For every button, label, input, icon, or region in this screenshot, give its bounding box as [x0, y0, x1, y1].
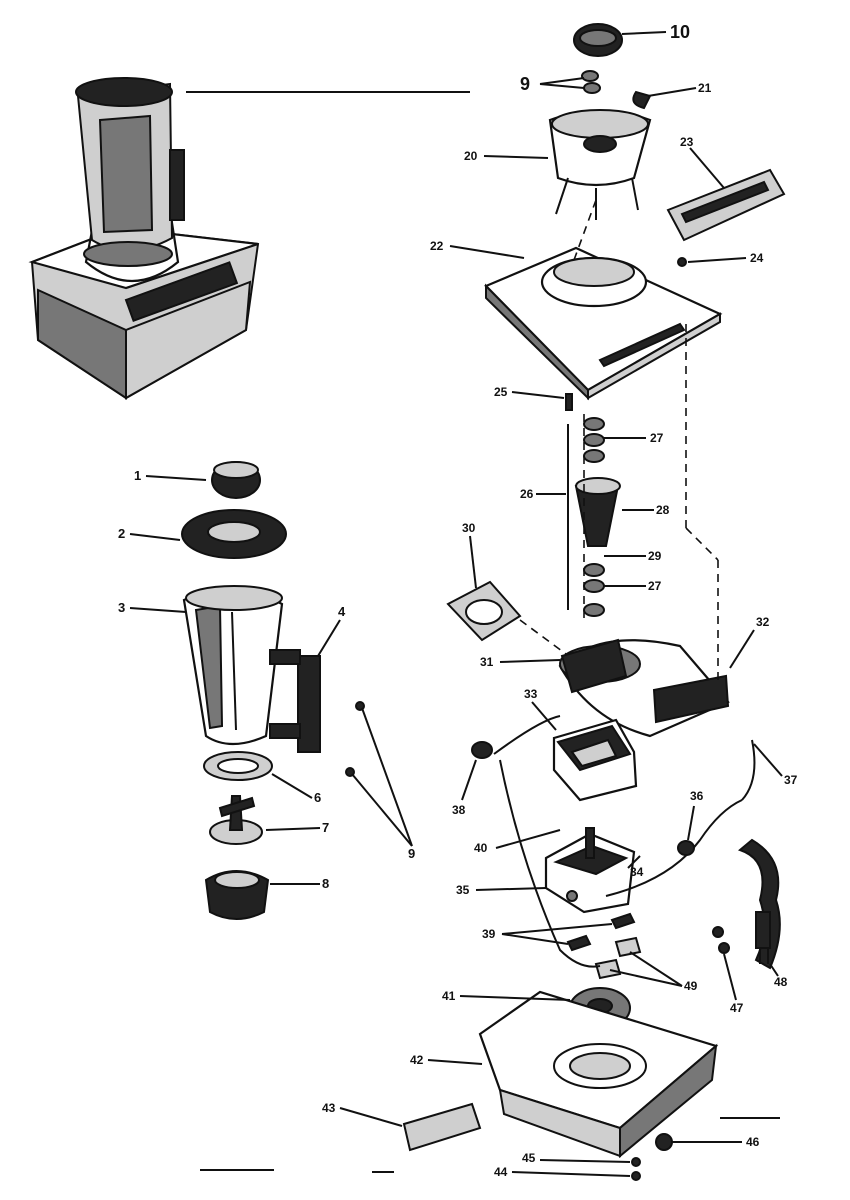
part-power-cord-48 — [737, 838, 781, 970]
callout-28: 28 — [656, 503, 670, 517]
callout-39: 39 — [482, 927, 496, 941]
part-handle — [269, 649, 321, 753]
callout-2: 2 — [118, 526, 125, 541]
callout-41: 41 — [442, 989, 456, 1003]
part-nut-21 — [632, 90, 652, 110]
part-washers-9 — [581, 70, 601, 94]
part-brushes-39 — [566, 912, 636, 952]
callout-4: 4 — [338, 604, 346, 619]
callout-9-screws: 9 — [408, 846, 415, 861]
callout-42: 42 — [410, 1053, 424, 1067]
part-grommet-38 — [471, 741, 493, 759]
assembled-blender-illustration — [28, 77, 260, 400]
part-gasket — [203, 751, 273, 781]
part-feet — [631, 1133, 673, 1181]
callout-3: 3 — [118, 600, 125, 615]
callout-36: 36 — [690, 789, 704, 803]
callout-46: 46 — [746, 1135, 760, 1149]
part-lid — [181, 509, 287, 559]
callout-33: 33 — [524, 687, 538, 701]
dashed-guide-lines — [519, 199, 719, 680]
part-coupler — [573, 23, 623, 57]
callout-labels: 1 2 3 4 6 7 8 9 10 9 21 20 23 22 24 25 2… — [118, 22, 798, 1179]
callout-27-bottom: 27 — [648, 579, 662, 593]
callout-37: 37 — [784, 773, 798, 787]
part-screws — [345, 701, 413, 847]
part-fan-housing-32 — [558, 638, 730, 738]
part-switch-plate-23 — [666, 168, 786, 242]
part-wires — [493, 715, 756, 968]
part-gasket-30 — [446, 580, 522, 642]
callout-8: 8 — [322, 876, 329, 891]
left-leaders — [129, 475, 341, 885]
callout-48: 48 — [774, 975, 788, 989]
callout-9: 9 — [520, 74, 530, 94]
part-motor-cover — [548, 109, 652, 220]
part-bottom-ring — [204, 870, 270, 920]
callout-27-top: 27 — [650, 431, 664, 445]
callout-24: 24 — [750, 251, 764, 265]
callout-25: 25 — [494, 385, 508, 399]
part-top-housing — [484, 246, 723, 401]
callout-35: 35 — [456, 883, 470, 897]
callout-10: 10 — [670, 22, 690, 42]
callout-1: 1 — [134, 468, 141, 483]
part-base-42 — [478, 990, 719, 1159]
part-screw-24 — [677, 257, 687, 267]
part-blade-assembly — [209, 795, 263, 845]
callout-7: 7 — [322, 820, 329, 835]
callout-40-top: 40 — [474, 841, 488, 855]
part-field-coil-33 — [552, 718, 638, 802]
callout-47: 47 — [730, 1001, 744, 1015]
part-container-jar — [182, 585, 284, 746]
callout-29: 29 — [648, 549, 662, 563]
callout-32: 32 — [756, 615, 770, 629]
callout-23: 23 — [680, 135, 694, 149]
part-armature-stack — [567, 417, 621, 617]
part-screw-25 — [565, 393, 573, 411]
callout-45: 45 — [522, 1151, 536, 1165]
part-cap — [211, 461, 261, 499]
callout-21: 21 — [698, 81, 712, 95]
part-clips-40 — [594, 936, 642, 980]
callout-22: 22 — [430, 239, 444, 253]
part-motor-frame-35 — [544, 827, 636, 914]
callout-20: 20 — [464, 149, 478, 163]
part-small-screws-47 — [712, 926, 730, 954]
part-strain-relief-36 — [677, 840, 695, 856]
callout-34: 34 — [630, 865, 644, 879]
callout-44: 44 — [494, 1165, 508, 1179]
callout-26: 26 — [520, 487, 534, 501]
part-label-plate-43 — [402, 1102, 482, 1152]
callout-6: 6 — [314, 790, 321, 805]
callout-31: 31 — [480, 655, 494, 669]
callout-38: 38 — [452, 803, 466, 817]
callout-43: 43 — [322, 1101, 336, 1115]
callout-30: 30 — [462, 521, 476, 535]
right-leaders — [200, 31, 783, 1177]
callout-49: 49 — [684, 979, 698, 993]
